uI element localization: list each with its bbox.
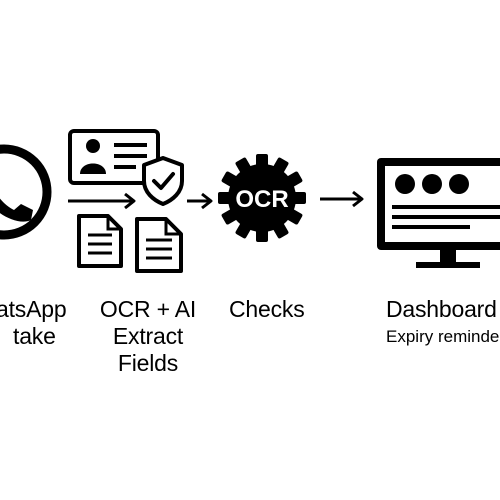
step-label-ocr-ai-extract: OCR + AI Extract Fields (82, 296, 214, 377)
arrow-right-icon (187, 192, 213, 210)
shield-check-icon (142, 156, 184, 206)
label-line: Extract (112, 323, 184, 349)
label-line: Fields (117, 350, 179, 376)
monitor-dashboard-icon (377, 158, 500, 268)
arrow-right-icon (68, 192, 136, 210)
label-line: atsApp (0, 296, 67, 322)
step-label-whatsapp-intake: atsApp take (0, 296, 67, 350)
step-sublabel-dashboard: Expiry reminde (386, 327, 500, 346)
document-icon (135, 217, 183, 273)
id-card-documents-icon (68, 129, 184, 273)
label-line: OCR + AI (99, 296, 197, 322)
whatsapp-phone-icon (0, 144, 52, 240)
label-line: Dashboard (386, 296, 497, 322)
step-label-checks: Checks (229, 296, 305, 323)
label-line: Checks (229, 296, 305, 322)
ocr-gear-icon: OCR (218, 154, 306, 242)
ocr-gear-text: OCR (235, 186, 288, 213)
document-icon (77, 214, 123, 268)
step-label-dashboard: Dashboard (386, 296, 497, 323)
id-card-icon (68, 129, 160, 185)
label-line: take (13, 323, 56, 349)
arrow-right-icon (320, 190, 364, 208)
